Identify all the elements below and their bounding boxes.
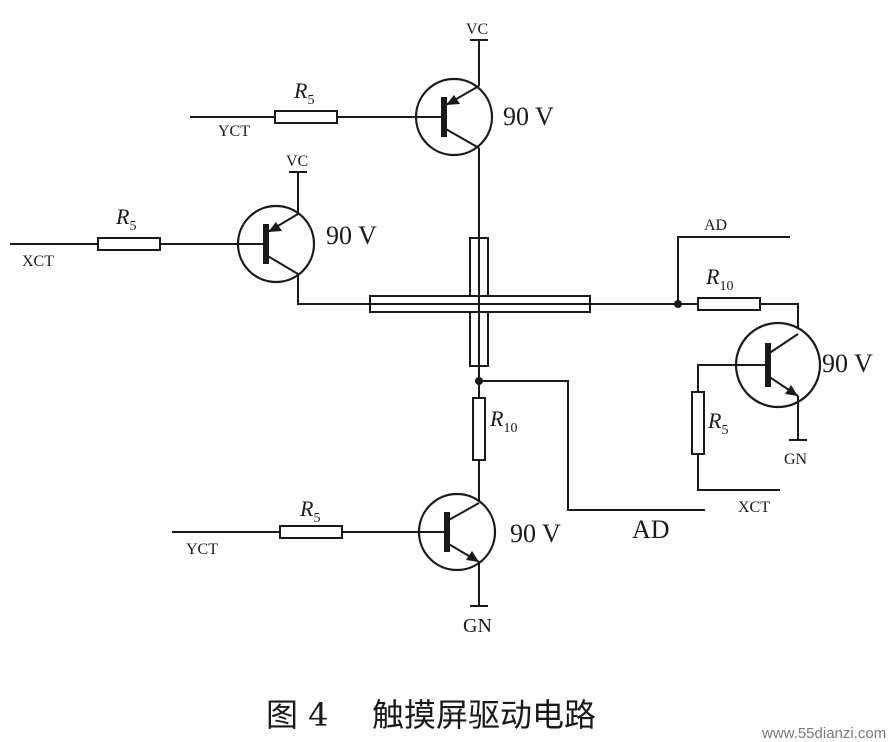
figure-number: 图 4: [266, 696, 329, 734]
label-r5-right: R5: [707, 408, 728, 438]
label-yct-bottom: YCT: [186, 541, 218, 558]
label-vc-left: VC: [286, 153, 308, 170]
label-gn-right: GN: [784, 451, 808, 468]
label-r5-left: R5: [115, 204, 136, 234]
label-vc-top: VC: [466, 21, 488, 38]
label-90v-left: 90 V: [326, 221, 377, 250]
label-r5-top: R5: [293, 78, 314, 108]
label-90v-top: 90 V: [503, 102, 554, 131]
label-yct-top: YCT: [218, 123, 250, 140]
resistor-r5-right: [691, 391, 705, 455]
resistor-r5-top: [274, 110, 338, 124]
figure-title: 触摸屏驱动电路: [372, 696, 596, 734]
resistor-r5-bottom: [279, 525, 343, 539]
transistor-right-xct: [590, 236, 822, 491]
label-xct-right: XCT: [738, 499, 770, 516]
transistor-left-xct: [10, 171, 370, 305]
transistor-top-yct: [190, 39, 494, 238]
label-gn-bottom: GN: [463, 615, 492, 637]
label-r10-bottom: R10: [489, 406, 517, 436]
touch-panel-cross: [369, 237, 591, 367]
transistor-bottom-yct: [172, 366, 705, 607]
label-xct-left: XCT: [22, 253, 54, 270]
label-ad-right: AD: [704, 217, 727, 234]
resistor-r10-right: [697, 297, 761, 311]
circuit-labels: VC VC 90 V 90 V 90 V 90 V YCT XCT XCT YC…: [22, 21, 873, 637]
resistor-r10-bottom: [472, 397, 486, 461]
label-ad-bottom: AD: [632, 515, 670, 544]
label-90v-bottom: 90 V: [510, 519, 561, 548]
label-r10-right: R10: [705, 264, 733, 294]
label-r5-bottom: R5: [299, 496, 320, 526]
resistor-r5-left: [97, 237, 161, 251]
label-90v-right: 90 V: [822, 349, 873, 378]
watermark-text: www.55dianzi.com: [761, 725, 886, 742]
